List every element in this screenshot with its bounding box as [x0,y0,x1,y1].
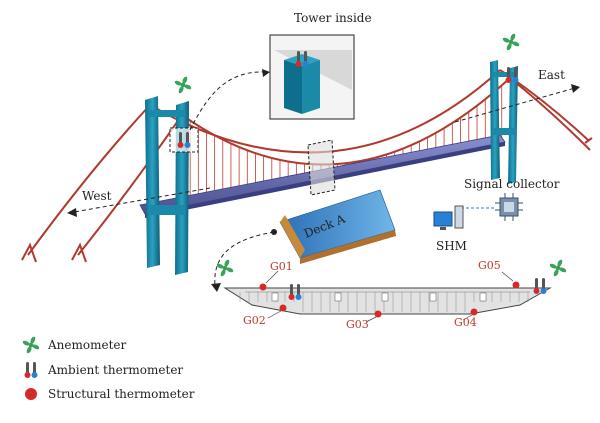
gauge-g03-point [374,310,382,318]
gauge-g02-label: G02 [243,314,266,327]
gauge-g05-label: G05 [478,259,501,272]
legend-anemometer-label: Anemometer [48,338,127,352]
gauge-g01-label: G01 [270,260,293,273]
gauge-g03-label: G03 [346,318,369,331]
gauge-g01-point [259,283,267,291]
west-tower-sensor-box [169,127,199,153]
east-anemometer-icon [502,33,520,51]
gauge-g05-point [512,281,520,289]
deck-east-anemometer-icon [549,259,567,277]
signal-collector-label: Signal collector [464,177,560,191]
deck-west-anemometer-icon [216,259,234,277]
shm-label: SHM [436,239,467,253]
signal-collector: Signal collector [464,177,560,221]
east-label: East [538,68,565,82]
deck-connector [214,231,275,287]
deck-cross-section [223,287,552,315]
gauge-g04-label: G04 [454,316,477,329]
west-label: West [82,189,112,203]
section-plane [307,139,336,196]
ambient-thermometer-icon [24,362,38,378]
west-anemometer-icon [174,76,192,94]
anemometer-icon [22,336,40,354]
tower-inside-label: Tower inside [294,11,372,25]
shm-computer-icon [433,205,464,230]
gauge-g04-point [470,308,478,316]
tower-inside-inset: Tower inside [269,11,372,120]
tower-inside-connector [189,71,269,131]
legend-ambient-thermometer-label: Ambient thermometer [48,363,184,377]
legend-structural-thermometer-label: Structural thermometer [48,387,195,401]
legend-anemometer: Anemometer [22,336,126,354]
anchorages [21,137,593,263]
gauges: G01 G02 G03 G04 G05 [243,259,520,331]
east-tower [490,60,518,184]
structural-thermometer-icon [25,388,37,400]
gauge-g02-point [279,304,287,312]
west-arrow: West [67,187,211,217]
west-tower [145,96,189,275]
legend-ambient-thermometer: Ambient thermometer [22,361,183,379]
legend-structural-thermometer: Structural thermometer [22,385,194,403]
east-arrow: East [454,68,580,123]
deck-a-segment: Deck A [279,189,396,264]
